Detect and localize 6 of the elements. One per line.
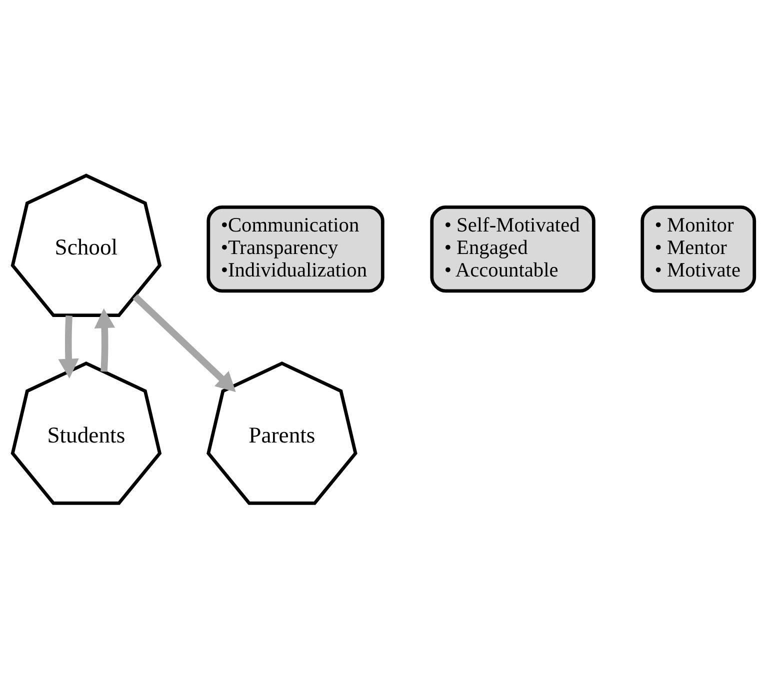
arrow xyxy=(58,314,79,378)
node-box: •Communication •Transparency •Individualization xyxy=(206,205,384,292)
node-box: • Monitor • Mentor • Motivate xyxy=(640,205,756,292)
arrow xyxy=(94,308,116,372)
arrow xyxy=(132,294,236,392)
node-box: • Self-Motivated • Engaged • Accountable xyxy=(430,205,596,292)
